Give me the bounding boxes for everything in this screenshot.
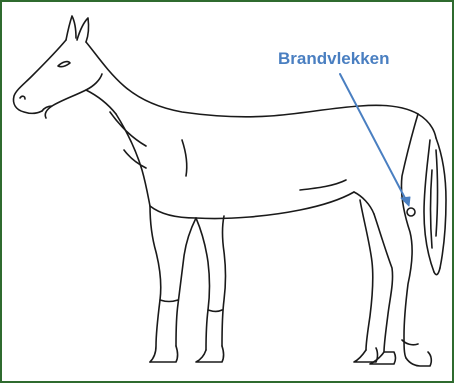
horse-front-legs [149, 205, 227, 363]
horse-hind-legs [353, 113, 433, 367]
horse-head [12, 15, 117, 119]
horse-tail [423, 137, 447, 276]
horse-neck-and-body [85, 41, 437, 220]
marked-spot [406, 207, 416, 217]
annotation-label: Brandvlekken [278, 49, 390, 68]
annotation-arrow [339, 73, 411, 207]
